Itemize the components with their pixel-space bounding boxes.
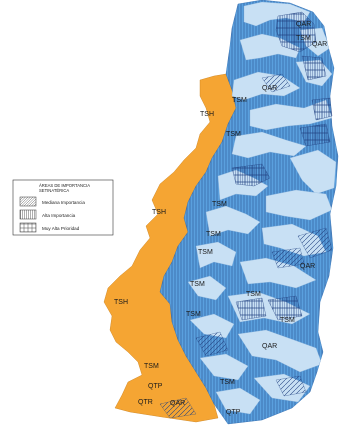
map-label-qar: QAR <box>170 400 185 407</box>
map-label-tsm: TSM <box>296 35 311 42</box>
map-label-tsm: TSM <box>246 291 261 298</box>
map-label-tsm: TSM <box>190 281 205 288</box>
map-label-tsm: TSM <box>226 131 241 138</box>
map-label-tsm: TSM <box>206 231 221 238</box>
map-label-tsm: TSM <box>280 317 295 324</box>
map-label-tsm: TSM <box>198 249 213 256</box>
legend-swatch-alta <box>19 209 37 220</box>
legend-title-line2: SETINATÉRICA <box>39 188 69 193</box>
map-label-tsm: TSM <box>220 379 235 386</box>
legend: ÁREAS DE IMPORTANCIA SETINATÉRICA Median… <box>12 179 114 236</box>
map-label-tsm: TSM <box>232 97 247 104</box>
map-label-tsm: TSM <box>186 311 201 318</box>
legend-swatch-mediana <box>19 196 37 207</box>
map-label-qar: QAR <box>262 85 277 92</box>
legend-title-line1: ÁREAS DE IMPORTANCIA <box>39 183 90 188</box>
grid-hatch-areas <box>231 11 333 321</box>
map-label-tsh: TSH <box>114 299 128 306</box>
map-label-qar: QAR <box>312 41 327 48</box>
map-label-qtp: QTP <box>148 383 163 390</box>
diagonal-hatch-areas <box>159 73 333 419</box>
map-label-qar: QAR <box>262 343 277 350</box>
unit-labels: QAR QAR QAR QAR QAR QAR TSH TSH TSH TSM … <box>114 21 327 416</box>
map-label-tsm: TSM <box>144 363 159 370</box>
legend-label-muy-alta: Muy Alta Prioridad <box>42 226 80 231</box>
map-label-qtr: QTR <box>138 399 153 406</box>
map-label-tsh: TSH <box>152 209 166 216</box>
map-label-qar: QAR <box>300 263 315 270</box>
map-label-tsh: TSH <box>200 111 214 118</box>
map-label-qtp: QTP <box>226 409 241 416</box>
legend-label-mediana: Mediana Importancia <box>42 200 85 205</box>
map-label-tsm: TSM <box>212 201 227 208</box>
legend-swatch-muy-alta <box>19 222 37 233</box>
legend-label-alta: Alta Importancia <box>42 213 76 218</box>
map-label-qar: QAR <box>296 21 311 28</box>
